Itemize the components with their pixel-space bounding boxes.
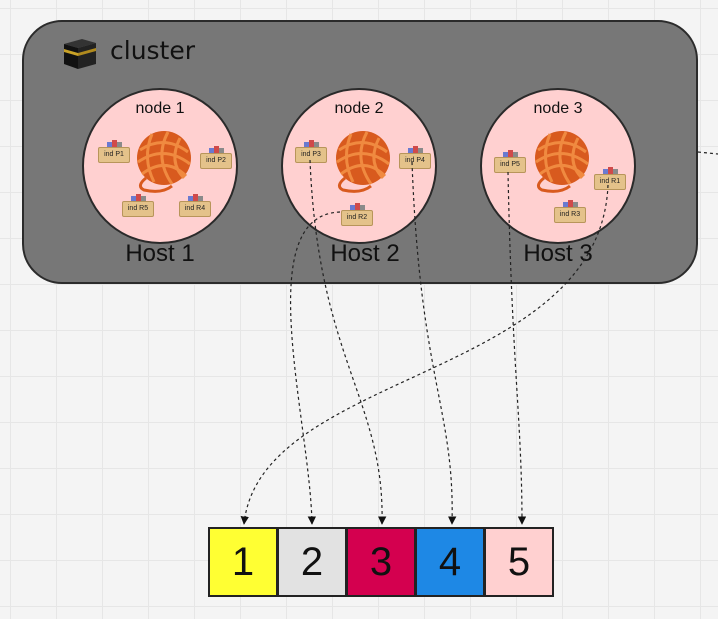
index-tabs-icon: [209, 146, 224, 155]
index-label: ind P2: [206, 157, 226, 164]
node-label: node 3: [533, 100, 583, 117]
host-3-label: Host 3: [523, 240, 593, 267]
index-label: ind R2: [346, 214, 368, 221]
slot-3[interactable]: 3: [346, 527, 416, 597]
index-ind-r3[interactable]: ind R3: [554, 200, 586, 224]
index-ind-p2[interactable]: ind P2: [200, 146, 232, 170]
connector-p5-slot-5: [507, 171, 527, 525]
index-ind-r4[interactable]: ind R4: [179, 194, 211, 218]
slot-2[interactable]: 2: [277, 527, 347, 597]
index-ind-r2[interactable]: ind R2: [341, 203, 373, 227]
node-3[interactable]: node 3 ind P5 ind R1 ind R3: [480, 88, 636, 244]
cluster-title: cluster: [110, 36, 196, 65]
node-label: node 2: [334, 100, 384, 117]
slot-label: 4: [438, 539, 462, 584]
yarn-ball-icon: [137, 131, 191, 193]
index-ind-p5[interactable]: ind P5: [494, 150, 526, 174]
index-ind-p4[interactable]: ind P4: [399, 146, 431, 170]
slot-5[interactable]: 5: [484, 527, 554, 597]
host-2-label: Host 2: [330, 240, 400, 267]
index-tabs-icon: [107, 140, 122, 149]
yarn-ball-icon: [535, 131, 589, 193]
host-1-label: Host 1: [125, 240, 195, 267]
slot-4[interactable]: 4: [415, 527, 485, 597]
index-ind-r1[interactable]: ind R1: [594, 167, 626, 191]
index-tabs-icon: [304, 140, 319, 149]
node-1[interactable]: node 1 ind P1 ind P2 ind R5 ind R4: [82, 88, 238, 244]
connector-r1-slot-1: [240, 184, 609, 525]
node-2[interactable]: node 2 ind P3 ind P4 ind R2: [281, 88, 437, 244]
index-label: ind P1: [104, 151, 124, 158]
node-label: node 1: [135, 100, 185, 117]
index-label: ind R4: [184, 205, 206, 212]
slot-label: 3: [369, 539, 393, 584]
index-label: ind R3: [559, 211, 581, 218]
index-ind-p3[interactable]: ind P3: [295, 140, 327, 164]
slot-label: 1: [231, 539, 255, 584]
connector-p4-slot-4: [411, 161, 457, 525]
slot-1[interactable]: 1: [208, 527, 278, 597]
index-ind-p1[interactable]: ind P1: [98, 140, 130, 164]
index-label: ind R1: [599, 178, 621, 185]
index-tabs-icon: [408, 146, 423, 155]
connector-r2-slot-2: [289, 211, 341, 525]
yarn-ball-icon: [336, 131, 390, 193]
index-tabs-icon: [563, 200, 578, 209]
index-tabs-icon: [603, 167, 618, 176]
index-label: ind P4: [405, 157, 425, 164]
kaaba-icon: [64, 39, 96, 69]
index-tabs-icon: [188, 194, 203, 203]
slot-label: 5: [507, 539, 531, 584]
index-label: ind P5: [500, 161, 520, 168]
index-tabs-icon: [350, 203, 365, 212]
connector-p3-slot-3: [309, 159, 387, 525]
index-ind-r5[interactable]: ind R5: [122, 194, 154, 218]
connector-outbound: [697, 151, 718, 155]
index-label: ind R5: [127, 205, 149, 212]
slot-label: 2: [300, 539, 324, 584]
index-tabs-icon: [503, 150, 518, 159]
index-label: ind P3: [301, 151, 321, 158]
index-tabs-icon: [131, 194, 146, 203]
